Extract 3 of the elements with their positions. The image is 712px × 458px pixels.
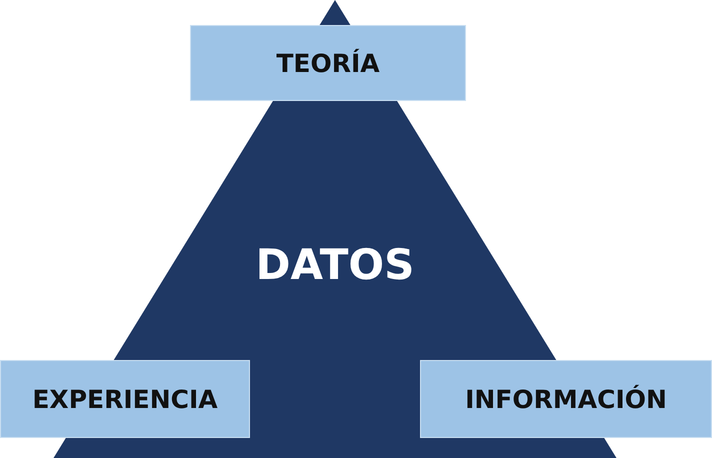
concept-label: EXPERIENCIA [0, 360, 250, 438]
concept-label: INFORMACIÓN [420, 360, 712, 438]
pyramid-title: DATOS [254, 240, 416, 289]
